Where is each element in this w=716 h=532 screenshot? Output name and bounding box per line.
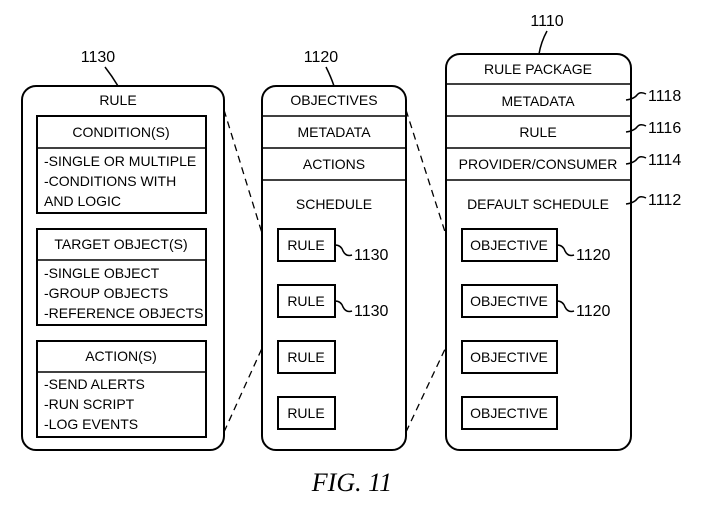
zoom-line-top-left [223, 109, 279, 286]
targets-line-2: -GROUP OBJECTS [44, 285, 168, 301]
package-schedule-ref: 1112 [648, 192, 681, 209]
objectives-panel-leader [325, 66, 335, 87]
conditions-line-3: AND LOGIC [44, 193, 121, 209]
actions-line-1: -SEND ALERTS [44, 376, 145, 392]
rule-item-2-label: RULE [287, 293, 324, 309]
package-panel-leader [538, 30, 548, 55]
package-metadata: METADATA [501, 93, 575, 109]
targets-title: TARGET OBJECT(S) [54, 236, 187, 252]
provider-leader [625, 155, 647, 165]
package-rule: RULE [519, 124, 556, 140]
package-provider: PROVIDER/CONSUMER [459, 156, 618, 172]
rule-leader [625, 123, 647, 133]
package-provider-ref: 1114 [648, 152, 681, 169]
rule-item-2 [277, 284, 336, 318]
objective-item-2-ref: 1120 [576, 303, 611, 320]
objectives-title: OBJECTIVES [290, 92, 377, 108]
package-rule-ref: 1116 [648, 120, 681, 137]
rule-item-3 [277, 340, 336, 374]
package-panel-ref: 1110 [530, 13, 563, 30]
targets-line-3: -REFERENCE OBJECTS [44, 305, 203, 321]
rule-item-1-leader [334, 244, 353, 257]
objectives-metadata: METADATA [297, 124, 371, 140]
objective-item-2-leader [556, 300, 575, 313]
rule-item-1 [277, 228, 336, 262]
metadata-leader [625, 91, 647, 101]
rule-item-2-leader [334, 300, 353, 313]
objective-item-1 [461, 228, 558, 262]
objectives-panel-ref: 1120 [304, 49, 339, 66]
package-metadata-ref: 1118 [648, 88, 681, 105]
objective-item-3-label: OBJECTIVE [470, 349, 548, 365]
objective-item-4-label: OBJECTIVE [470, 405, 548, 421]
package-schedule: DEFAULT SCHEDULE [467, 196, 609, 212]
conditions-box [36, 115, 207, 214]
objective-item-2-label: OBJECTIVE [470, 293, 548, 309]
rule-item-4-label: RULE [287, 405, 324, 421]
objective-item-4 [461, 396, 558, 430]
rule-item-1-label: RULE [287, 237, 324, 253]
objective-item-1-label: OBJECTIVE [470, 237, 548, 253]
conditions-line-2: -CONDITIONS WITH [44, 173, 176, 189]
rule-panel-title: RULE [99, 92, 136, 108]
rule-panel: 1130 RULE CONDITION(S) -SINGLE OR MULTIP… [21, 49, 225, 451]
objective-item-1-leader [556, 244, 575, 257]
targets-box [36, 228, 207, 326]
actions-box [36, 340, 207, 438]
conditions-title: CONDITION(S) [72, 124, 169, 140]
schedule-leader [625, 195, 647, 205]
package-title: RULE PACKAGE [484, 61, 592, 77]
targets-line-1: -SINGLE OBJECT [44, 265, 160, 281]
rule-panel-leader [104, 66, 119, 87]
rule-item-4 [277, 396, 336, 430]
conditions-line-1: -SINGLE OR MULTIPLE [44, 153, 196, 169]
objective-item-3 [461, 340, 558, 374]
rule-panel-ref: 1130 [81, 49, 116, 66]
figure-caption: FIG. 11 [311, 468, 392, 497]
actions-line-2: -RUN SCRIPT [44, 396, 135, 412]
package-panel: 1110 RULE PACKAGE METADATA RULE PROVIDER… [445, 13, 681, 451]
zoom-line-top-right [405, 109, 463, 286]
actions-title: ACTION(S) [85, 348, 157, 364]
objective-item-1-ref: 1120 [576, 247, 611, 264]
objectives-actions: ACTIONS [303, 156, 365, 172]
rule-item-2-ref: 1130 [354, 303, 389, 320]
rule-item-3-label: RULE [287, 349, 324, 365]
objectives-schedule: SCHEDULE [296, 196, 372, 212]
objectives-panel: 1120 OBJECTIVES METADATA ACTIONS SCHEDUL… [261, 49, 407, 451]
objective-item-2 [461, 284, 558, 318]
objectives-panel-frame [261, 85, 407, 451]
actions-line-3: -LOG EVENTS [44, 416, 138, 432]
rule-item-1-ref: 1130 [354, 247, 389, 264]
